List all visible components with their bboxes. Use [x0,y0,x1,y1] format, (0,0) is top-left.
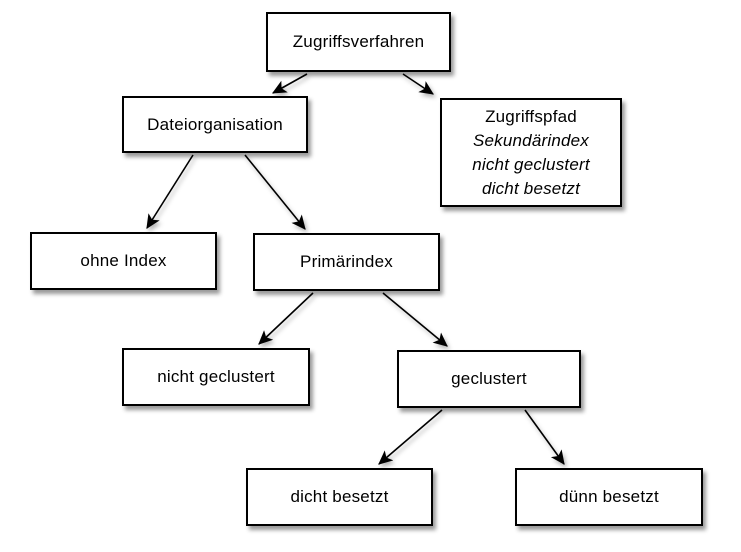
node-dateiorganisation: Dateiorganisation [122,96,308,153]
node-zugriffsverfahren: Zugriffsverfahren [266,12,451,72]
node-nicht-geclustert: nicht geclustert [122,348,310,406]
node-zugriffspfad-line-2: Sekundärindex [472,130,589,150]
edge-geclustert-duenn-besetzt [524,409,565,465]
node-zugriffspfad-line-1: Zugriffspfad [485,106,577,126]
edge-zugriffsverfahren-zugriffspfad [402,73,434,95]
node-dicht-besetzt-label: dicht besetzt [290,487,389,506]
edge-primaerindex-geclustert [382,292,448,347]
node-zugriffspfad-line-3: nicht geclustert [472,154,590,174]
node-dicht-besetzt: dicht besetzt [246,468,433,526]
node-primaerindex: Primärindex [253,233,440,291]
node-dateiorganisation-label: Dateiorganisation [147,114,283,134]
node-ohne-index-label: ohne Index [80,251,167,270]
node-zugriffspfad: Zugriffspfad Sekundärindex nicht geclust… [440,98,622,207]
edge-dateiorganisation-primaerindex [244,154,306,230]
node-nicht-geclustert-label: nicht geclustert [157,367,275,386]
node-ohne-index: ohne Index [30,232,217,290]
node-duenn-besetzt-label: dünn besetzt [559,487,659,506]
edge-geclustert-dicht-besetzt [378,409,443,465]
edge-zugriffsverfahren-dateiorganisation [271,73,308,94]
edge-primaerindex-nicht-geclustert [258,292,314,345]
node-zugriffspfad-line-4: dicht besetzt [481,178,581,198]
node-duenn-besetzt: dünn besetzt [515,468,703,526]
node-primaerindex-label: Primärindex [300,252,393,271]
node-geclustert: geclustert [397,350,581,408]
node-zugriffsverfahren-label: Zugriffsverfahren [292,32,425,51]
node-geclustert-label: geclustert [451,369,527,388]
edge-dateiorganisation-ohne-index [146,154,194,229]
